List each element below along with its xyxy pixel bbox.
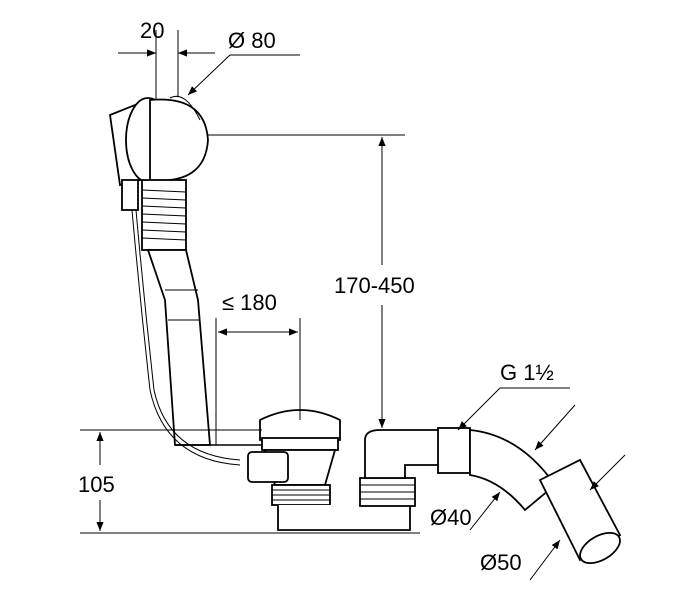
bowden-cable xyxy=(131,209,241,466)
dim-rod-width: 20 xyxy=(140,18,164,43)
dim-outlet-40: Ø40 xyxy=(430,505,472,530)
trap xyxy=(277,429,446,531)
dim-thread: G 1½ xyxy=(500,360,554,385)
dimension-lines xyxy=(80,49,626,581)
dim-outlet-50: Ø50 xyxy=(480,550,522,575)
outlet-pipe xyxy=(437,427,622,565)
dim-trap-height: 105 xyxy=(78,472,115,497)
dim-waste-distance: ≤ 180 xyxy=(222,290,277,315)
flex-hose xyxy=(141,179,211,446)
waste-valve xyxy=(175,409,341,506)
dim-height-range: 170-450 xyxy=(334,273,415,298)
dim-overflow-diameter: Ø 80 xyxy=(228,28,276,53)
